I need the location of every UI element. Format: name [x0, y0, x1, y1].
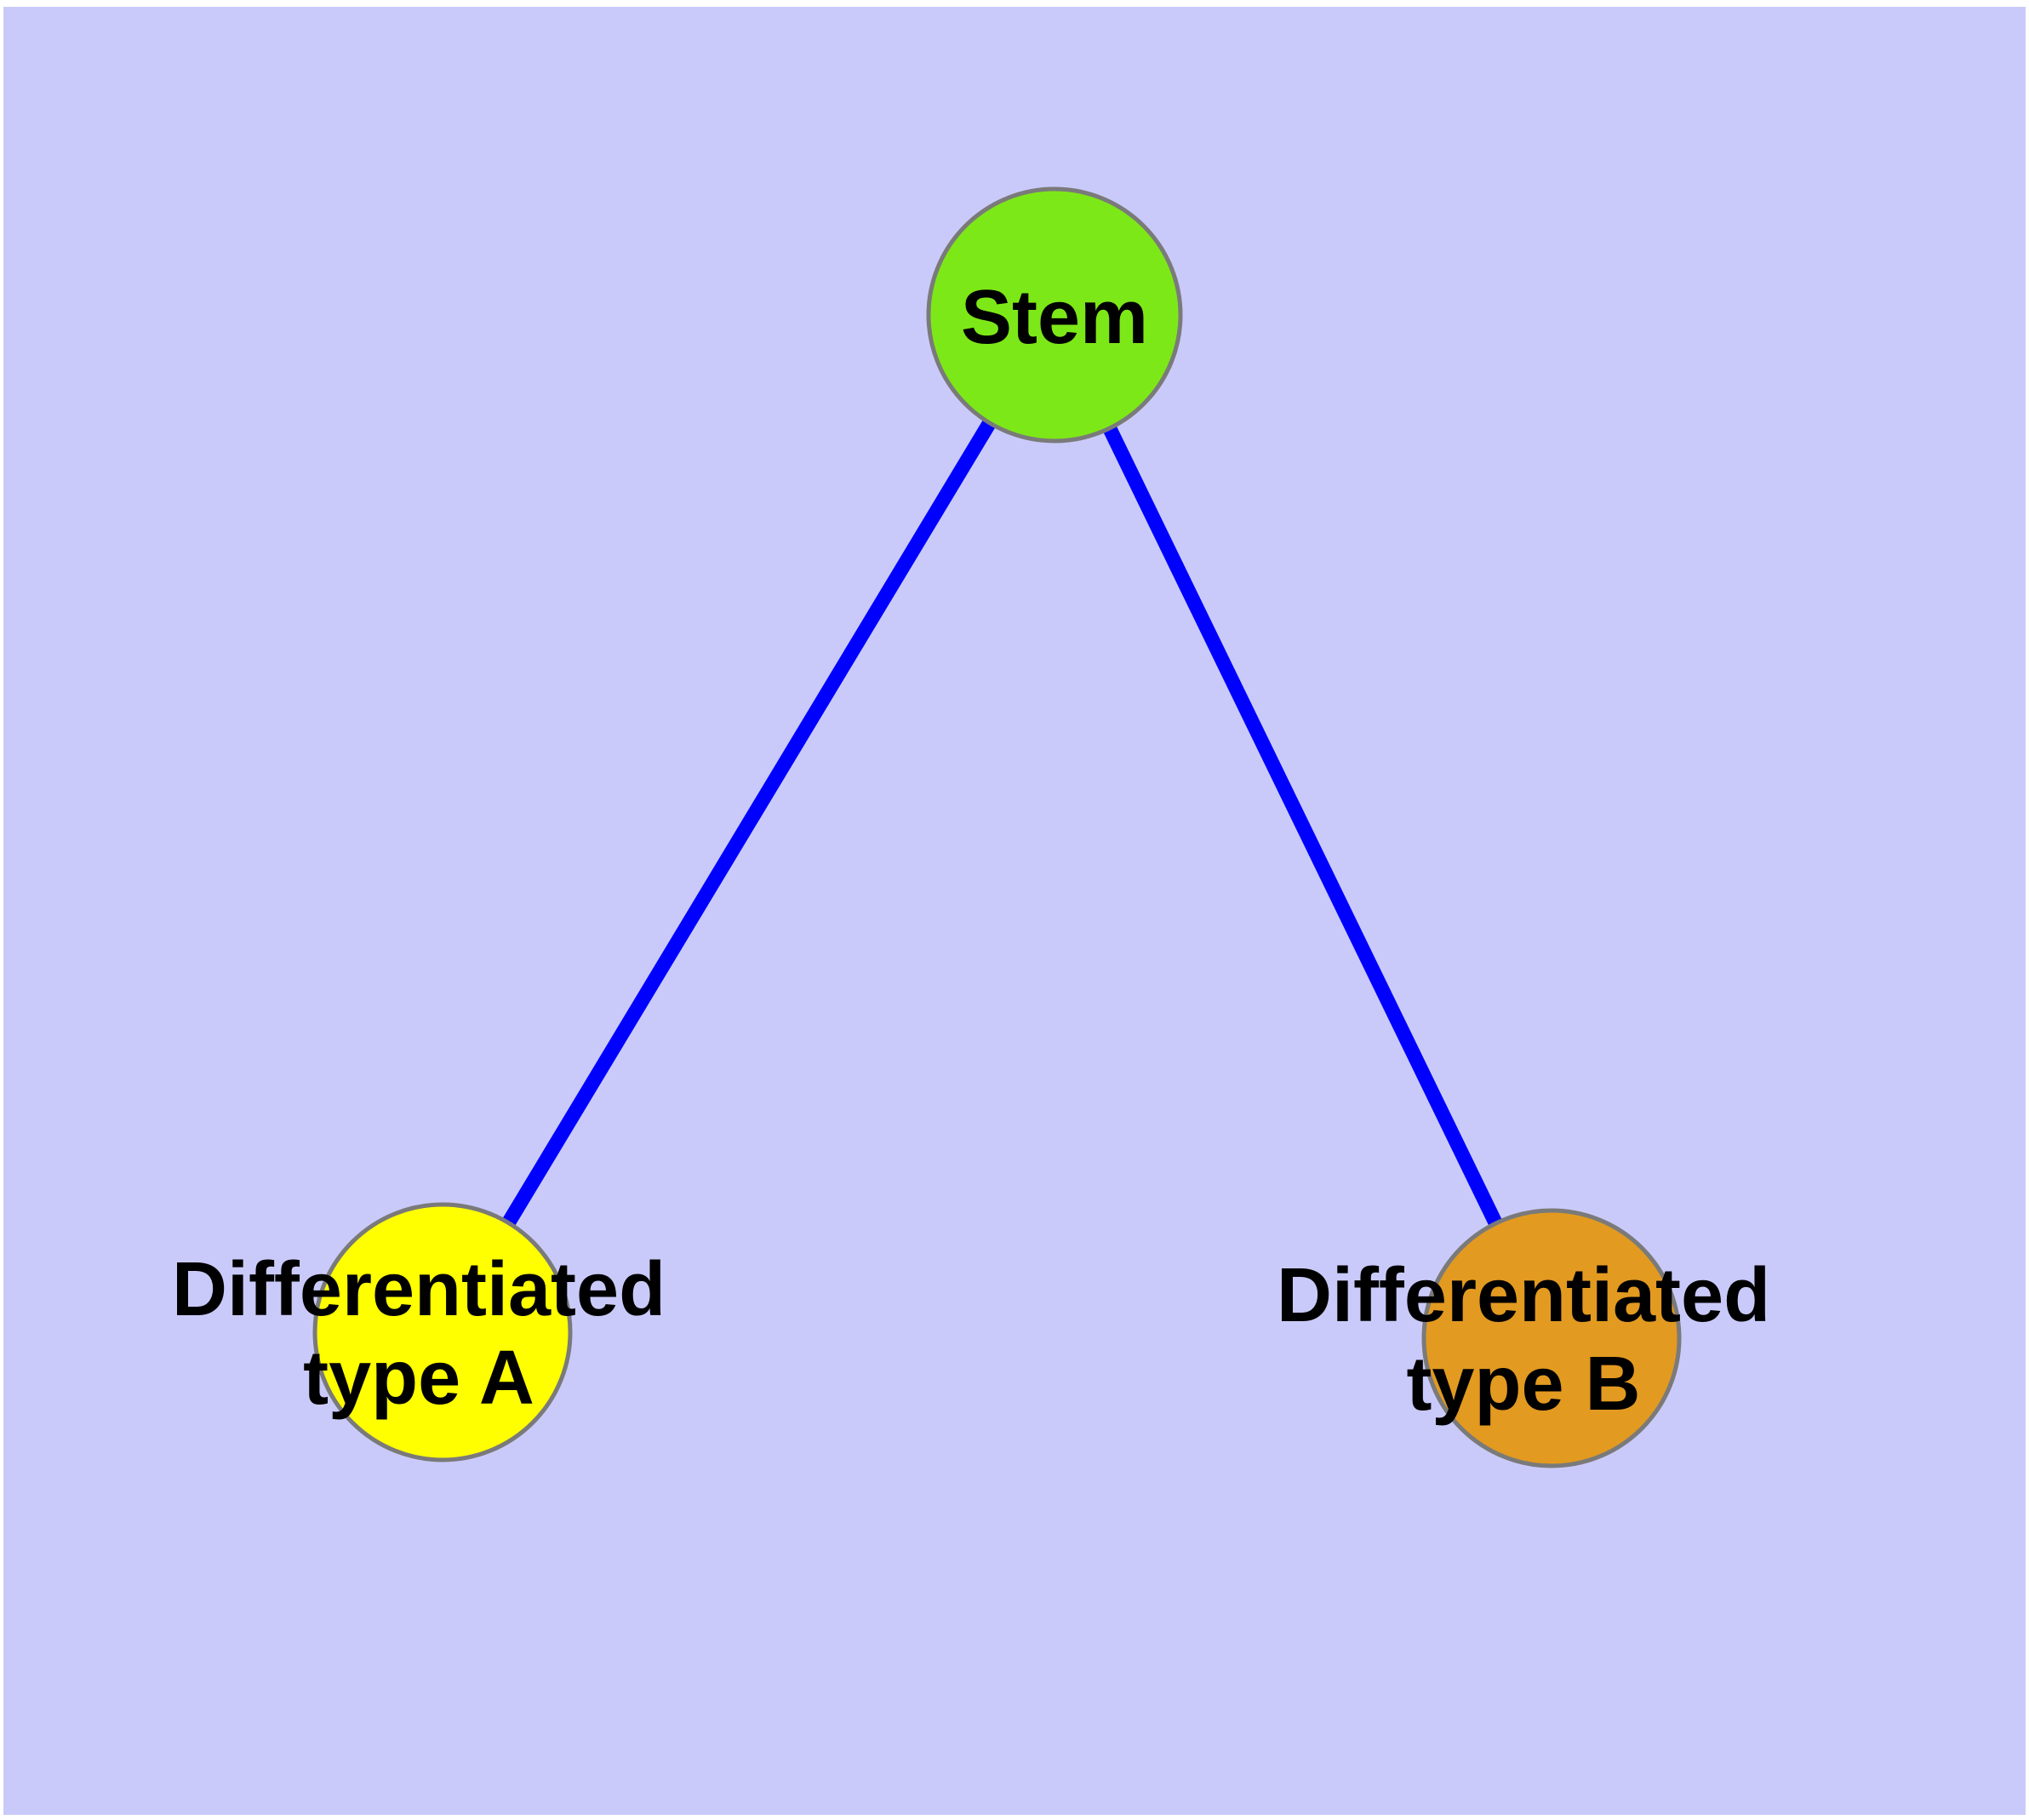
- edge-stem-to-type-a: [436, 311, 1061, 1336]
- node-type-b-label: Differentiated type B: [1277, 1251, 1770, 1428]
- node-type-a-label: Differentiated type A: [172, 1245, 666, 1422]
- node-type-b-label-line1: Differentiated: [1276, 1253, 1771, 1338]
- node-type-a-label-line2: type A: [303, 1336, 534, 1421]
- node-type-b-label-line2: type B: [1406, 1342, 1641, 1427]
- edge-stem-to-type-b: [1048, 312, 1558, 1342]
- node-type-a-circle: [312, 1202, 573, 1462]
- node-stem-circle: [926, 186, 1183, 444]
- node-type-a-label-line1: Differentiated: [171, 1247, 666, 1332]
- node-stem-label: Stem: [960, 275, 1149, 360]
- node-type-b-circle: [1421, 1208, 1682, 1468]
